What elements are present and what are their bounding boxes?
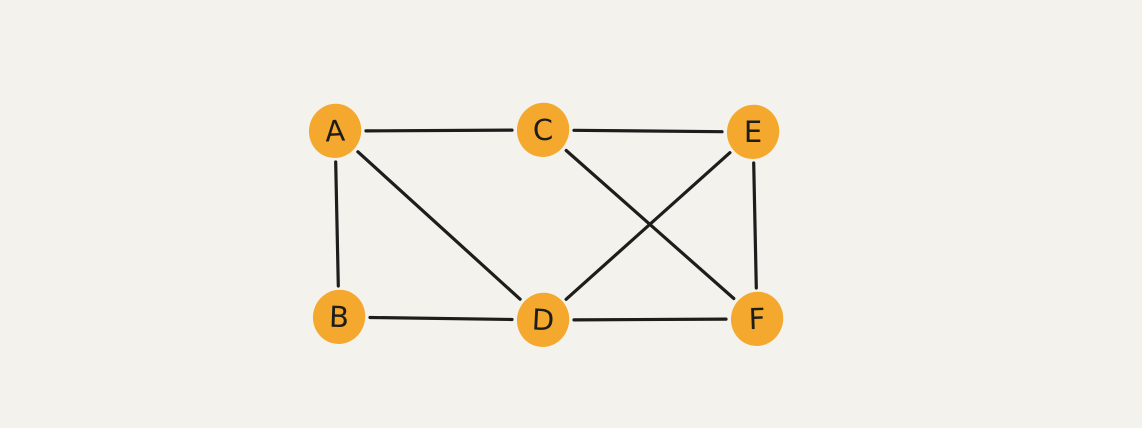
edge-D-E [564,151,732,301]
edge-C-E [572,128,724,134]
node-E-label: E [744,115,762,149]
node-B-blob-overlay [315,289,366,342]
edge-B-D [368,315,514,322]
node-E: E [726,104,780,159]
node-A: A [308,103,362,158]
edge-A-B [334,160,340,288]
node-B-label: B [328,300,349,335]
node-F-blob-overlay [733,291,784,344]
node-F: F [730,291,784,346]
node-D-blob-overlay [519,292,570,345]
node-F-label: F [748,302,766,337]
node-D: D [516,292,570,347]
edge-A-C [364,128,514,133]
node-C-label: C [532,113,553,148]
node-C-blob-overlay [519,102,570,155]
edge-E-F [752,161,758,290]
edge-A-D [356,150,522,301]
edge-D-F [572,317,728,322]
node-B: B [312,289,366,344]
node-A-blob-overlay [311,103,362,156]
node-C: C [516,102,570,157]
node-E-blob-overlay [729,104,780,157]
node-A-label: A [324,113,346,148]
node-D-label: D [531,302,555,337]
